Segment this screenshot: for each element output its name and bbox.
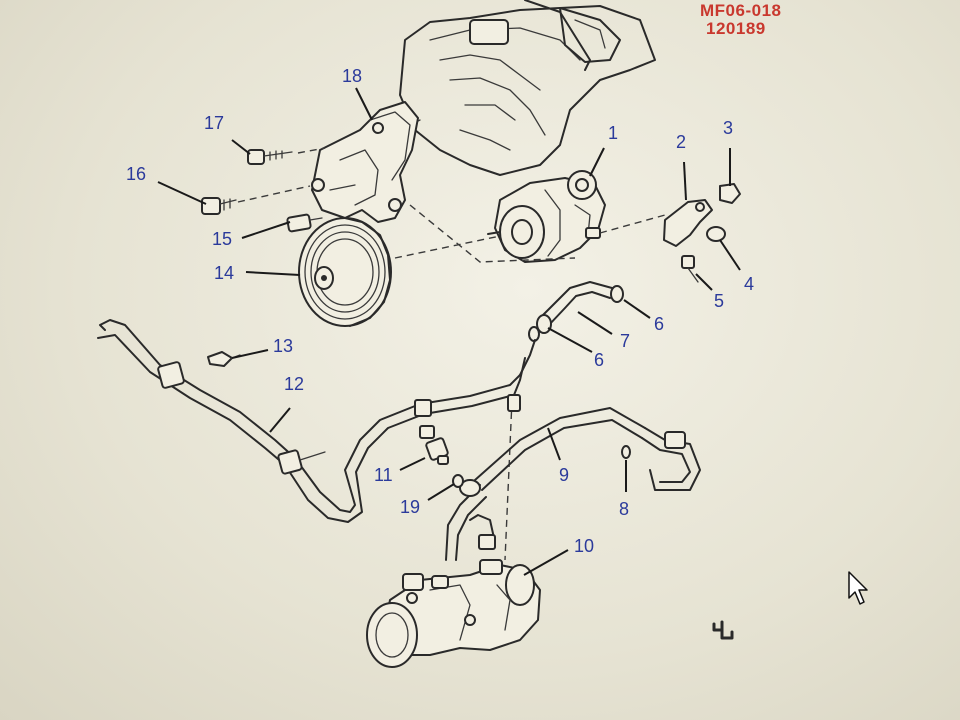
callout-11: 11 xyxy=(374,465,393,485)
callout-6-lower: 6 xyxy=(594,350,604,370)
steering-gear xyxy=(366,559,541,668)
callout-10: 10 xyxy=(574,536,594,556)
pressure-hose xyxy=(445,407,701,561)
alignment-line xyxy=(409,204,576,263)
callout-1: 1 xyxy=(608,123,618,143)
alignment-line xyxy=(237,185,311,203)
callout-14: 14 xyxy=(214,263,234,283)
callout-4: 4 xyxy=(744,274,754,294)
diagram-code-line-2: 120189 xyxy=(706,19,766,38)
callout-12: 12 xyxy=(284,374,304,394)
callout-9: 9 xyxy=(559,465,569,485)
callout-13: 13 xyxy=(273,336,293,356)
leader-lines xyxy=(157,87,741,576)
pump-pulley xyxy=(298,217,392,327)
nut-4 xyxy=(706,226,726,242)
brace-bracket-2 xyxy=(663,199,713,247)
engine-block xyxy=(389,0,656,176)
callout-15: 15 xyxy=(212,229,232,249)
steering-pump xyxy=(487,170,606,263)
alignment-line xyxy=(504,399,513,561)
bolt-17 xyxy=(247,149,293,165)
alignment-line xyxy=(297,147,326,154)
callout-17: 17 xyxy=(204,113,224,133)
alignment-line xyxy=(394,235,501,259)
callout-3: 3 xyxy=(723,118,733,138)
bolt-13 xyxy=(207,351,241,367)
bolt-16 xyxy=(201,197,237,215)
callout-6-upper: 6 xyxy=(654,314,664,334)
callout-7: 7 xyxy=(620,331,630,351)
o-ring-8 xyxy=(621,445,631,459)
nut-3 xyxy=(719,183,741,204)
callout-18: 18 xyxy=(342,66,362,86)
bolt-15 xyxy=(286,213,323,233)
alignment-line xyxy=(599,214,666,234)
callout-8: 8 xyxy=(619,499,629,519)
bolt-5 xyxy=(681,255,699,283)
fitting-11 xyxy=(419,425,449,465)
mouse-cursor-icon xyxy=(848,571,868,605)
squiggle-mark xyxy=(712,620,734,640)
pump-bracket xyxy=(311,101,419,223)
callout-19: 19 xyxy=(400,497,420,517)
callout-16: 16 xyxy=(126,164,146,184)
diagram-code-line-1: MF06-018 xyxy=(700,1,782,20)
cooler-pipe xyxy=(97,319,536,523)
callout-5: 5 xyxy=(714,291,724,311)
callout-2: 2 xyxy=(676,132,686,152)
return-hose xyxy=(528,281,624,342)
o-ring-19 xyxy=(452,474,464,488)
